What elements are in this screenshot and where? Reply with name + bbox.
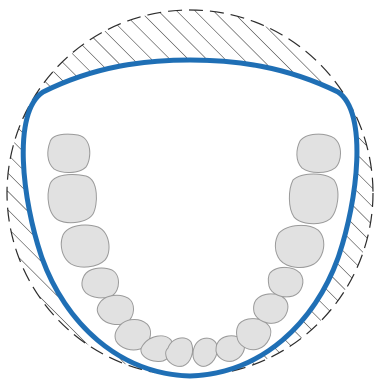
tooth: [48, 134, 90, 172]
tooth: [268, 267, 303, 297]
tooth: [275, 225, 323, 267]
tooth: [61, 225, 109, 267]
tooth: [297, 134, 341, 172]
tooth: [82, 268, 119, 298]
tooth: [254, 294, 288, 323]
tooth: [289, 174, 338, 224]
tooth: [48, 175, 96, 223]
